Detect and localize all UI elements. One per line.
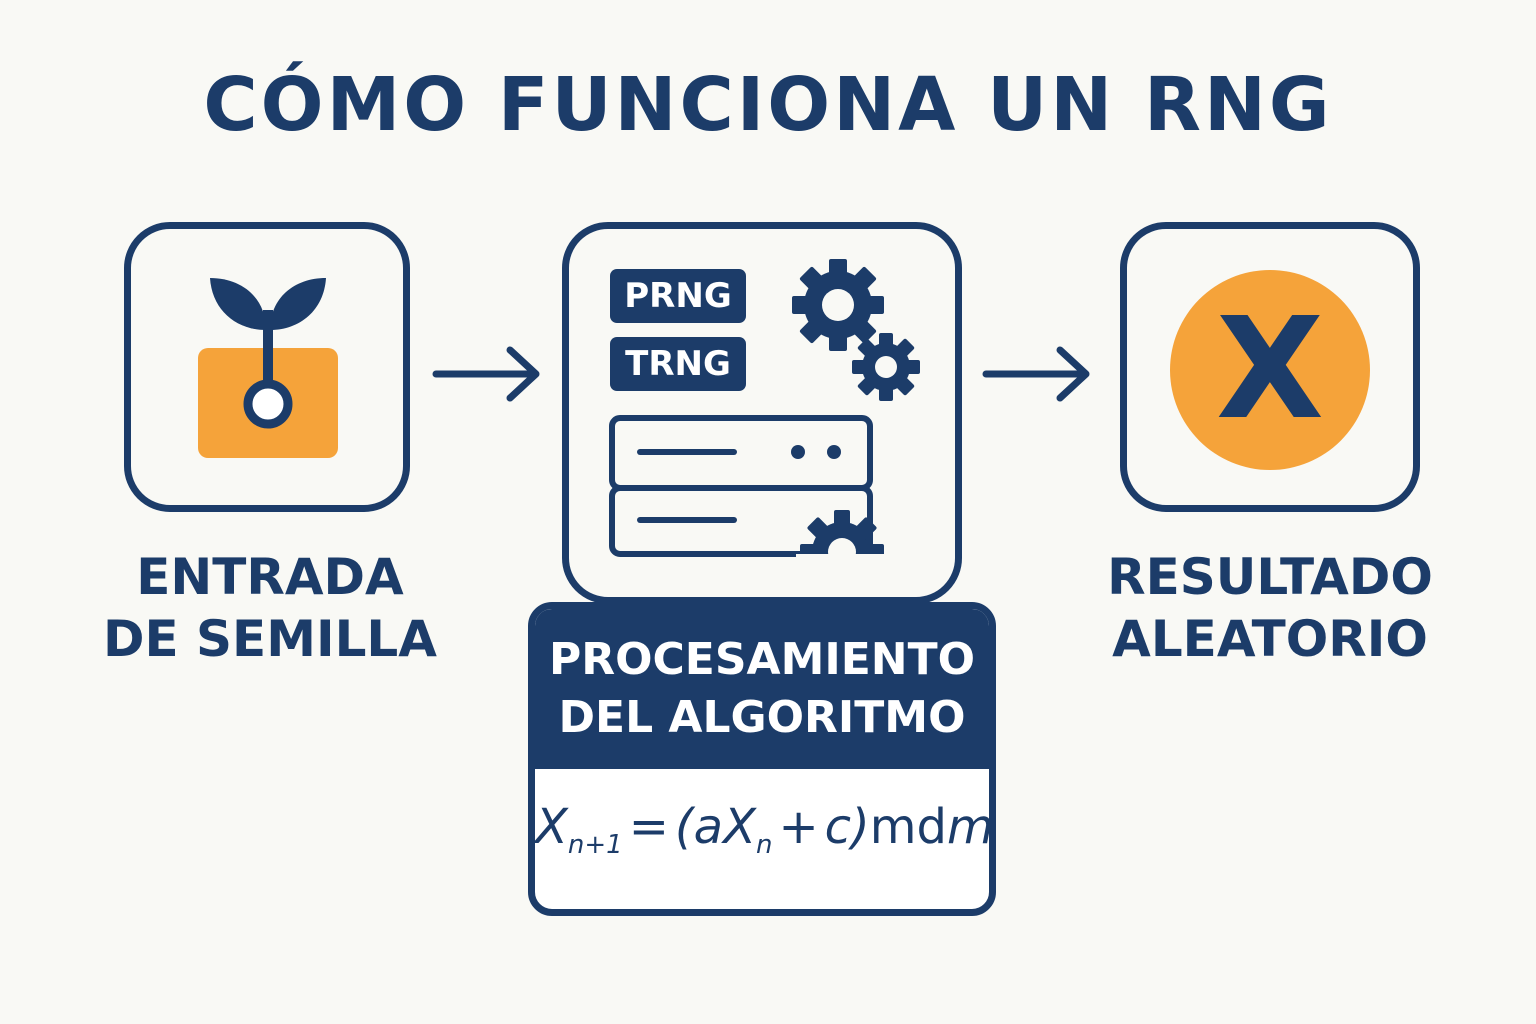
formula-var: X (723, 799, 756, 855)
algorithm-box (562, 222, 962, 604)
formula-c: c) (824, 799, 870, 855)
arrow-right-icon (982, 346, 1090, 402)
seed-caption: ENTRADA DE SEMILLA (80, 546, 460, 670)
result-caption-line-2: ALEATORIO (1112, 610, 1428, 668)
trng-tag: TRNG (610, 337, 746, 391)
lcg-formula: Xn+1=(aXn+c)mdm (535, 799, 989, 860)
result-caption-line-1: RESULTADO (1107, 548, 1433, 606)
formula-mod: md (869, 799, 948, 855)
algorithm-panel: PROCESAMIENTO DEL ALGORITMO Xn+1=(aXn+c)… (528, 602, 996, 916)
formula-equals: = (628, 799, 669, 855)
gears-icon (792, 259, 920, 401)
seed-caption-line-1: ENTRADA (136, 548, 404, 606)
result-symbol: X (1216, 288, 1324, 451)
arrow-right-icon (432, 346, 540, 402)
prng-tag: PRNG (610, 269, 746, 323)
formula-m: m (947, 799, 994, 855)
result-caption: RESULTADO ALEATORIO (1070, 546, 1470, 670)
page-title: CÓMO FUNCIONA UN RNG (203, 62, 1333, 148)
x-circle-icon (1170, 270, 1370, 470)
seed-caption-line-2: DE SEMILLA (102, 610, 437, 668)
algorithm-caption-line-2: DEL ALGORITMO (558, 692, 966, 743)
formula-var-sub: n (755, 830, 773, 860)
algorithm-caption: PROCESAMIENTO DEL ALGORITMO (535, 609, 989, 769)
seedling-icon (198, 278, 338, 458)
seed-input-box (124, 222, 410, 512)
formula-plus: + (778, 799, 819, 855)
algorithm-caption-line-1: PROCESAMIENTO (548, 634, 976, 685)
server-icon (609, 415, 888, 562)
formula-open: (a (674, 799, 724, 855)
formula-lhs: X (535, 799, 568, 855)
formula-lhs-sub: n+1 (567, 830, 623, 860)
